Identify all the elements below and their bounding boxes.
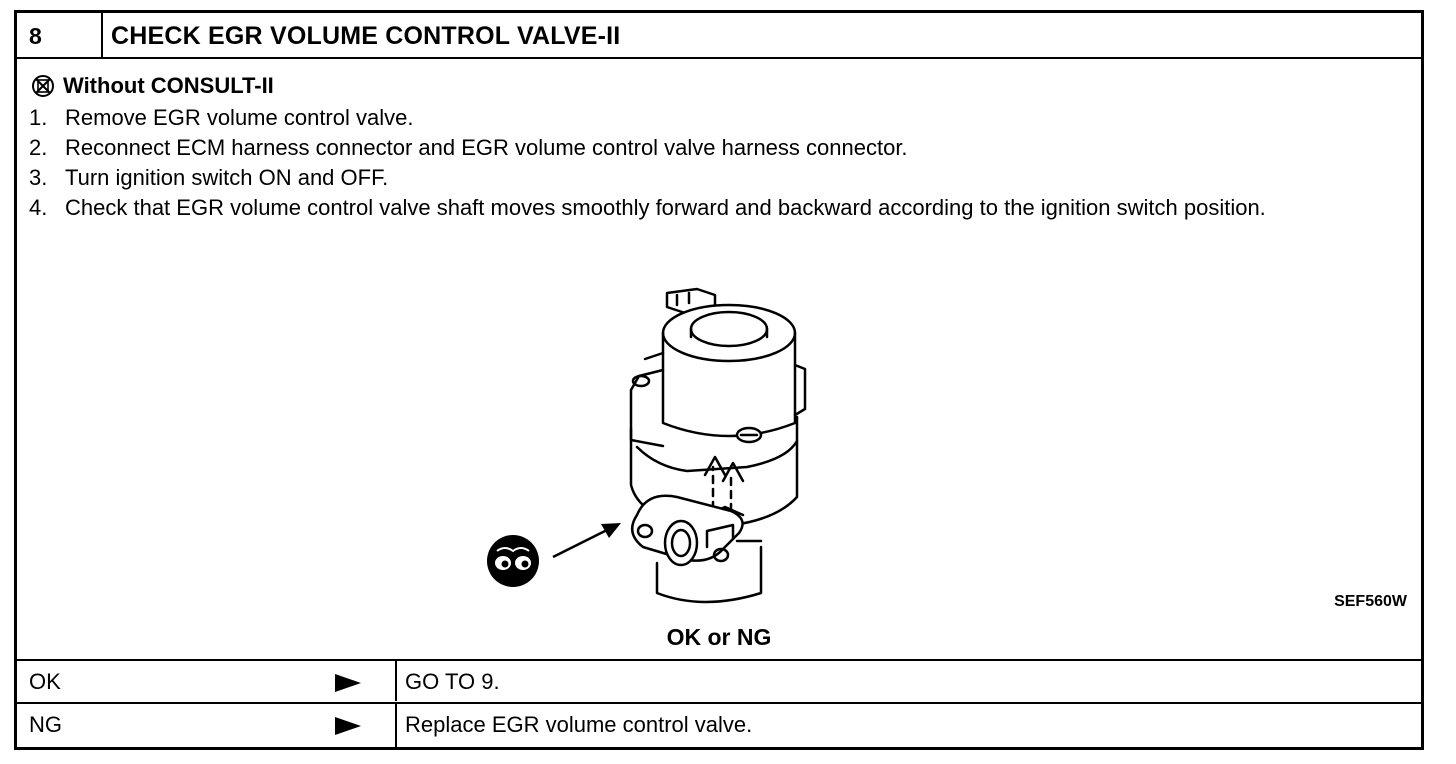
column-divider	[395, 704, 397, 747]
step-list: 1. Remove EGR volume control valve. 2. R…	[29, 103, 1409, 223]
step-item-text: Remove EGR volume control valve.	[65, 105, 414, 130]
step-item-number: 1.	[29, 105, 48, 130]
step-item: 1. Remove EGR volume control valve.	[29, 103, 1409, 133]
egr-valve-illustration	[629, 287, 807, 604]
step-item: 2. Reconnect ECM harness connector and E…	[29, 133, 1409, 163]
result-label: OK	[29, 669, 61, 694]
without-consult-icon	[32, 75, 54, 97]
step-item-text: Check that EGR volume control valve shaf…	[65, 195, 1266, 220]
triangle-arrow-icon	[335, 717, 361, 735]
condition-label: Without CONSULT-II	[63, 73, 274, 98]
triangle-arrow-icon	[335, 674, 361, 692]
step-item-text: Turn ignition switch ON and OFF.	[65, 165, 389, 190]
column-divider	[395, 661, 397, 701]
result-action: GO TO 9.	[405, 669, 500, 694]
result-action: Replace EGR volume control valve.	[405, 712, 753, 737]
step-item: 3. Turn ignition switch ON and OFF.	[29, 163, 1409, 193]
step-item-number: 3.	[29, 165, 48, 190]
result-label: NG	[29, 712, 62, 737]
step-item-number: 2.	[29, 135, 48, 160]
step-item-number: 4.	[29, 195, 48, 220]
step-number: 8	[17, 13, 103, 57]
condition-heading: Without CONSULT-II	[31, 73, 274, 99]
step-item: 4. Check that EGR volume control valve s…	[29, 193, 1409, 223]
result-prompt: OK or NG	[666, 624, 772, 650]
procedure-header: 8 CHECK EGR VOLUME CONTROL VALVE-II	[17, 13, 1421, 59]
procedure-table: 8 CHECK EGR VOLUME CONTROL VALVE-II With…	[14, 10, 1424, 750]
procedure-title: CHECK EGR VOLUME CONTROL VALVE-II	[111, 22, 621, 50]
result-row-ng: NG Replace EGR volume control valve.	[17, 702, 1421, 747]
eye-check-icon	[487, 535, 539, 587]
step-item-text: Reconnect ECM harness connector and EGR …	[65, 135, 908, 160]
figure-code: SEF560W	[1334, 593, 1407, 610]
arrow-icon	[552, 523, 621, 559]
result-row-ok: OK GO TO 9.	[17, 659, 1421, 701]
procedure-body: Without CONSULT-II 1. Remove EGR volume …	[17, 59, 1421, 659]
